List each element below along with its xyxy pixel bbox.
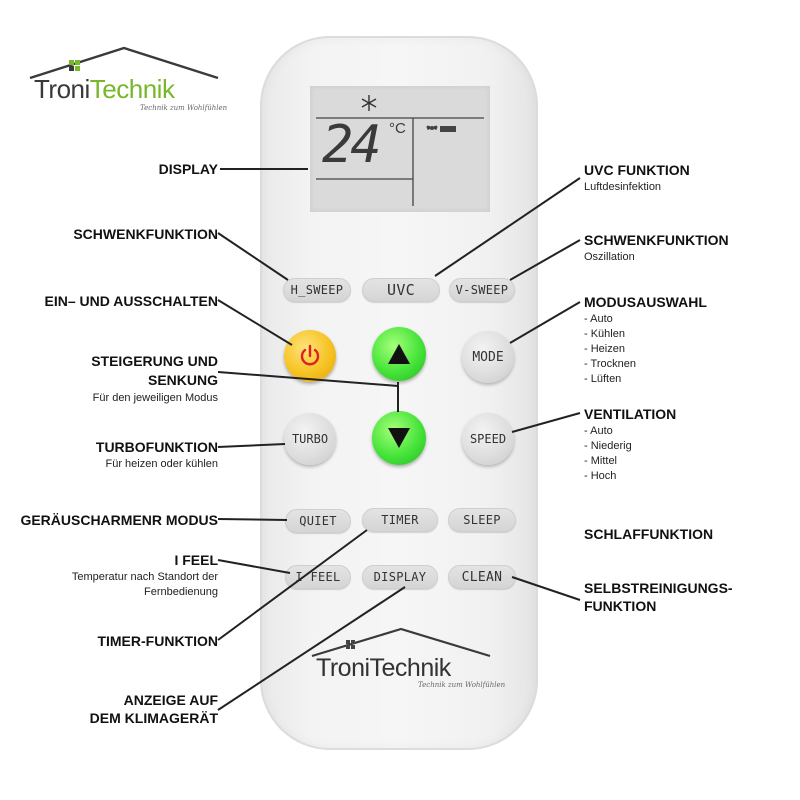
label-ifeel: I FEEL [174, 552, 218, 568]
clean-button[interactable]: CLEAN [448, 565, 516, 589]
brand-name-part2: Technik [89, 74, 175, 104]
h-sweep-button[interactable]: H_SWEEP [283, 278, 351, 302]
arrow-down-icon [388, 428, 410, 448]
label-turbo-sub: Für heizen oder kühlen [105, 458, 218, 470]
mode-button[interactable]: MODE [462, 331, 514, 383]
remote-brand-name-part1: Troni [316, 654, 370, 682]
label-turbo: TURBOFUNKTION [95, 439, 218, 455]
label-ifeel-sub1: Temperatur nach Standort der [71, 571, 218, 583]
label-uvc-sub: Luftdesinfektion [584, 181, 662, 193]
label-display: DISPLAY [158, 161, 218, 177]
speed-button[interactable]: SPEED [462, 413, 514, 465]
snowflake-icon [361, 95, 377, 111]
power-icon [300, 344, 320, 366]
label-clean-line1: SELBSTREINIGUNGS- [584, 580, 733, 596]
label-timer: TIMER-FUNKTION [97, 633, 218, 649]
label-display-ac-line2: DEM KLIMAGERÄT [89, 710, 218, 726]
label-vent-item: - Hoch [584, 470, 617, 482]
label-ventilation: VENTILATION [584, 406, 677, 422]
label-mode-item: - Auto [584, 313, 613, 325]
label-ifeel-sub2: Fernbedienung [143, 586, 218, 598]
label-uvc: UVC FUNKTION [584, 162, 690, 178]
label-swing-right-sub: Oszillation [584, 251, 635, 263]
label-power: EIN– UND AUSSCHALTEN [44, 293, 218, 309]
label-mode-item: - Lüften [584, 373, 622, 385]
label-updown-sub: Für den jeweiligen Modus [92, 392, 218, 404]
label-display-ac-line1: ANZEIGE AUF [123, 692, 218, 708]
i-feel-button[interactable]: I FEEL [285, 565, 351, 589]
lcd-overlay [316, 95, 484, 206]
label-updown-line2: SENKUNG [147, 372, 218, 388]
remote-brand-tagline: Technik zum Wohlfühlen [418, 681, 506, 689]
label-mode-item: - Heizen [584, 343, 625, 355]
label-mode-item: - Trocknen [584, 358, 636, 370]
brand-tagline: Technik zum Wohlfühlen [140, 104, 228, 112]
label-quiet: GERÄUSCHARMENR MODUS [20, 512, 218, 528]
label-swing-left: SCHWENKFUNKTION [73, 226, 218, 242]
label-vent-item: - Auto [584, 425, 613, 437]
temperature-up-button[interactable] [372, 327, 426, 381]
house-roof-icon [29, 46, 219, 80]
label-mode-item: - Kühlen [584, 328, 625, 340]
power-button[interactable] [284, 330, 336, 382]
arrow-up-icon [388, 344, 410, 364]
label-mode: MODUSAUSWAHL [584, 294, 707, 310]
label-sleep: SCHLAFFUNKTION [584, 526, 714, 542]
brand-name-part1: Troni [34, 74, 90, 104]
sleep-button[interactable]: SLEEP [448, 508, 516, 532]
fan-icon [426, 125, 456, 132]
lcd-temperature-unit: °C [389, 120, 406, 137]
label-swing-right: SCHWENKFUNKTION [584, 232, 729, 248]
label-updown-line1: STEIGERUNG UND [91, 353, 218, 369]
label-vent-item: - Mittel [584, 455, 617, 467]
temperature-down-button[interactable] [372, 411, 426, 465]
turbo-button[interactable]: TURBO [284, 413, 336, 465]
lcd-display [310, 86, 490, 212]
uvc-button[interactable]: UVC [362, 278, 440, 302]
remote-brand-name-part2: Technik [369, 654, 452, 682]
timer-button[interactable]: TIMER [362, 508, 438, 532]
label-vent-item: - Niederig [584, 440, 632, 452]
label-clean-line2: FUNKTION [584, 598, 657, 614]
lcd-temperature: 24 [322, 115, 382, 175]
display-button[interactable]: DISPLAY [362, 565, 438, 589]
quiet-button[interactable]: QUIET [285, 509, 351, 533]
v-sweep-button[interactable]: V-SWEEP [449, 278, 515, 302]
house-roof-icon-remote [311, 627, 491, 658]
